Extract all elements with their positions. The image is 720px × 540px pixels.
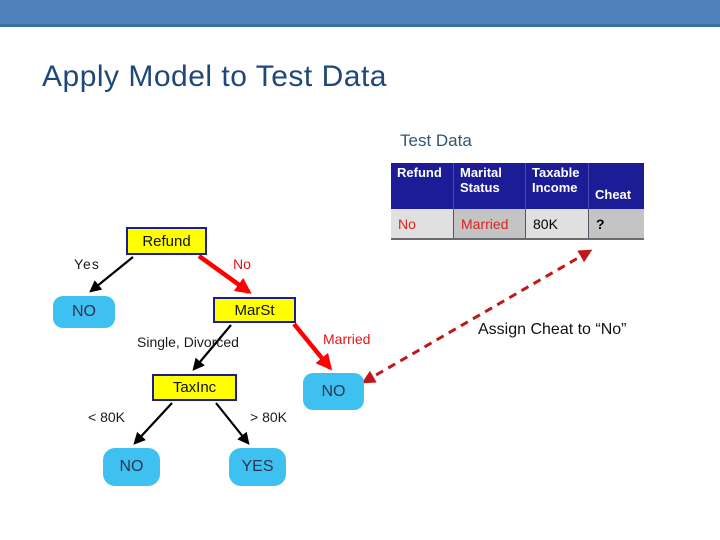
assign-dashed-arrow: [361, 249, 593, 384]
table-row: No Married 80K ?: [391, 209, 644, 240]
leaf-income-high-yes: YES: [229, 448, 286, 486]
branch-label-no: No: [233, 256, 251, 272]
leaf-married-no: NO: [303, 373, 364, 410]
tree-node-refund: Refund: [126, 227, 207, 255]
tree-node-marst: MarSt: [213, 297, 296, 323]
cell-marital-status-value: Married: [454, 209, 526, 238]
leaf-income-low-no: NO: [103, 448, 160, 486]
page-title: Apply Model to Test Data: [42, 60, 387, 93]
branch-arrow-gt80k: [215, 402, 250, 445]
branch-label-yes: Yes: [74, 256, 100, 272]
top-banner: [0, 0, 720, 27]
cell-cheat-value: ?: [589, 209, 644, 238]
cell-refund-value: No: [391, 209, 454, 238]
table-header-refund: Refund: [391, 163, 454, 209]
leaf-refund-yes-no: NO: [53, 296, 115, 328]
branch-label-married: Married: [323, 331, 371, 347]
table-header-row: Refund Marital Status Taxable Income Che…: [391, 163, 644, 209]
branch-label-gt80k: > 80K: [250, 409, 287, 425]
table-header-taxable-income: Taxable Income: [526, 163, 589, 209]
table-header-cheat: Cheat: [595, 187, 632, 203]
table-header-marital-status: Marital Status: [454, 163, 526, 209]
assign-cheat-annotation: Assign Cheat to “No”: [478, 321, 627, 338]
test-data-label: Test Data: [400, 131, 472, 150]
branch-arrow-lt80k: [133, 402, 173, 445]
tree-node-taxinc: TaxInc: [152, 374, 237, 401]
cell-taxable-income-value: 80K: [526, 209, 589, 238]
branch-label-lt80k: < 80K: [88, 409, 125, 425]
branch-label-single-divorced: Single, Divorced: [137, 334, 239, 350]
test-data-table: Refund Marital Status Taxable Income Che…: [391, 163, 644, 240]
